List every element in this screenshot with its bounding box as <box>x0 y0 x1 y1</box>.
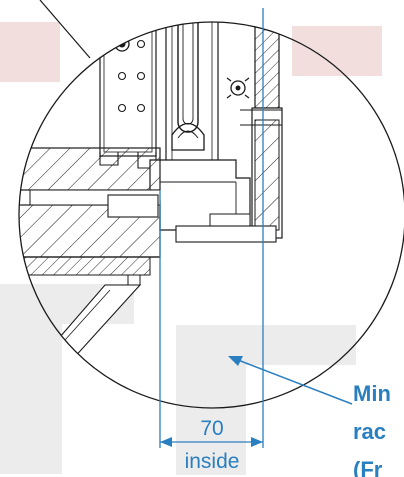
dimension-note: inside <box>184 450 240 473</box>
dimension-value: 70 <box>200 417 224 440</box>
callout-line-3: (Fr <box>353 457 383 477</box>
callout-leader-arrow <box>228 356 353 405</box>
dimension-lines <box>159 8 264 448</box>
callout-line-2: rac <box>353 419 387 444</box>
magnifier-circle <box>18 21 404 409</box>
callout-line-1: Min <box>353 381 391 406</box>
lens-contents <box>19 22 283 361</box>
detail-leader-line <box>39 0 91 59</box>
